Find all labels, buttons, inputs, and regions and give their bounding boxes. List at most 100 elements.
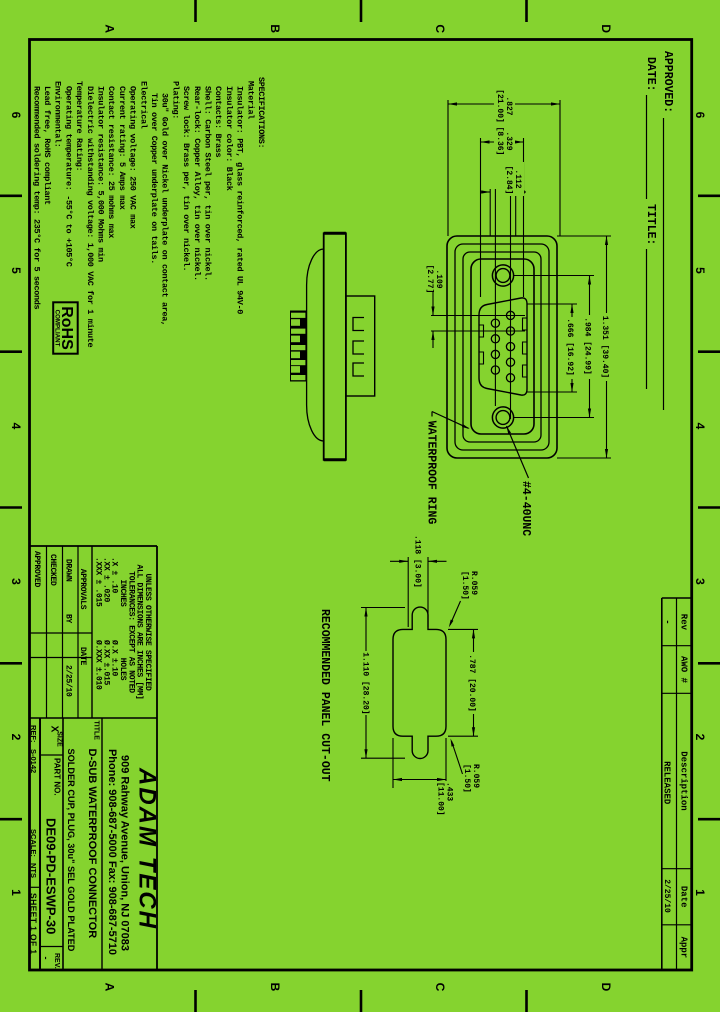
svg-text:A: A <box>103 983 117 992</box>
svg-text:DE09-PD-ESWP-30: DE09-PD-ESWP-30 <box>44 818 59 934</box>
svg-text:.XXX ± .015: .XXX ± .015 <box>94 557 103 607</box>
svg-text:SHEET 1 OF 1: SHEET 1 OF 1 <box>29 893 39 954</box>
svg-text:.X ± .10: .X ± .10 <box>110 557 119 594</box>
svg-text:Plating:: Plating: <box>170 81 180 119</box>
svg-text:5: 5 <box>9 267 23 274</box>
svg-text:1: 1 <box>9 889 23 896</box>
svg-text:909 Rahway Avenue, Union, NJ 0: 909 Rahway Avenue, Union, NJ 07083 <box>119 755 131 951</box>
svg-text:RELEASED: RELEASED <box>662 761 672 805</box>
svg-text:1.351 [39.40]: 1.351 [39.40] <box>600 316 609 378</box>
svg-text:Appr: Appr <box>679 937 689 959</box>
svg-text:D: D <box>599 983 613 992</box>
svg-text:2: 2 <box>9 734 23 741</box>
svg-text:2: 2 <box>693 734 707 741</box>
svg-text:.109: .109 <box>434 269 443 288</box>
svg-text:.984 [24.99]: .984 [24.99] <box>583 317 592 375</box>
svg-text:NTS: NTS <box>29 863 38 878</box>
svg-text:D: D <box>599 24 613 33</box>
svg-text:Rear-lock: Copper Alloy, tin o: Rear-lock: Copper Alloy, tin over nickel… <box>192 86 202 281</box>
svg-text:[2.77]: [2.77] <box>425 265 434 294</box>
svg-text:Operating voltage: 250 VAC max: Operating voltage: 250 VAC max <box>128 86 138 229</box>
svg-text:S-0142: S-0142 <box>29 749 38 773</box>
svg-text:B: B <box>268 983 282 992</box>
svg-text:BY: BY <box>64 614 73 624</box>
svg-text:UNLESS OTHERWISE SPECIFIED: UNLESS OTHERWISE SPECIFIED <box>143 573 152 691</box>
svg-text:Ø.X ±.10: Ø.X ±.10 <box>110 640 119 677</box>
svg-text:.XX ± .020: .XX ± .020 <box>102 557 111 603</box>
svg-text:4: 4 <box>693 423 707 430</box>
svg-text:1.110 [28.20]: 1.110 [28.20] <box>361 652 370 714</box>
svg-text:Electrical: Electrical <box>138 81 148 129</box>
svg-text:TITLE: TITLE <box>93 721 100 741</box>
svg-text:SOLDER CUP, PLUG, 30u" SEL GOL: SOLDER CUP, PLUG, 30u" SEL GOLD PLATED <box>66 749 76 952</box>
svg-text:APPROVED:: APPROVED: <box>661 51 674 113</box>
svg-text:CHECKED: CHECKED <box>48 554 57 586</box>
svg-text:ALL DIMENSIONS ARE INCHES [MM]: ALL DIMENSIONS ARE INCHES [MM] <box>135 564 144 699</box>
svg-text:COMPLIANT: COMPLIANT <box>54 310 61 347</box>
svg-text:Date: Date <box>679 886 689 908</box>
svg-text:Temperature Rating:: Temperature Rating: <box>74 81 84 171</box>
svg-text:A: A <box>103 24 117 33</box>
svg-text:2/25/10: 2/25/10 <box>662 879 671 913</box>
svg-text:Shell: Carbon Steel per, tin o: Shell: Carbon Steel per, tin over nickel… <box>203 86 213 281</box>
svg-text:Contact resistance: 25 mohms m: Contact resistance: 25 mohms max <box>106 86 116 238</box>
svg-text:R.059: R.059 <box>469 571 478 595</box>
svg-text:Insulator color: Black: Insulator color: Black <box>224 86 234 191</box>
svg-text:TITLE:: TITLE: <box>644 204 657 245</box>
svg-text:1: 1 <box>693 889 707 896</box>
svg-text:.112: .112 <box>513 169 522 188</box>
svg-text:.666 [16.92]: .666 [16.92] <box>565 318 574 376</box>
svg-text:.827: .827 <box>504 96 513 115</box>
svg-text:.118 [3.00]: .118 [3.00] <box>413 535 422 588</box>
svg-text:SIZE: SIZE <box>56 731 63 747</box>
svg-text:Operating temperature: -55°C t: Operating temperature: -55°C to +105°C <box>63 86 73 267</box>
svg-text:[1.50]: [1.50] <box>462 764 471 793</box>
svg-text:REV.: REV. <box>53 953 60 969</box>
svg-text:D-SUB WATERPROOF CONNECTOR: D-SUB WATERPROOF CONNECTOR <box>86 749 98 939</box>
svg-text:6: 6 <box>9 112 23 119</box>
svg-text:Ø.XX ±.015: Ø.XX ±.015 <box>102 640 111 686</box>
svg-text:APPROVALS: APPROVALS <box>78 569 87 610</box>
svg-text:#4-40UNC: #4-40UNC <box>519 481 532 536</box>
svg-text:30u" Gold over Nickel underpla: 30u" Gold over Nickel underplate on cont… <box>160 93 170 326</box>
svg-text:WATERPROOF RING: WATERPROOF RING <box>425 421 438 525</box>
svg-text:[11.00]: [11.00] <box>436 782 445 816</box>
svg-text:Insulator: PBT, glass reinforc: Insulator: PBT, glass reinforced, rated … <box>235 86 245 314</box>
svg-text:[21.00]: [21.00] <box>495 89 504 123</box>
svg-text:SPECIFICATIONS:: SPECIFICATIONS: <box>256 77 266 148</box>
svg-text:-: - <box>662 619 672 624</box>
svg-text:INCHES: INCHES <box>118 579 127 607</box>
svg-text:[8.36]: [8.36] <box>495 127 504 156</box>
svg-text:.787 [20.00]: .787 [20.00] <box>467 654 476 712</box>
svg-text:HOLES: HOLES <box>118 658 127 681</box>
svg-text:DATE: DATE <box>78 647 87 666</box>
svg-text:DRAWN: DRAWN <box>64 559 73 582</box>
svg-text:PART NO.: PART NO. <box>53 758 62 796</box>
svg-text:3: 3 <box>9 578 23 585</box>
svg-text:X: X <box>49 726 60 733</box>
svg-text:6: 6 <box>693 112 707 119</box>
svg-text:Ø.XXX ±.010: Ø.XXX ±.010 <box>94 640 103 690</box>
svg-text:Contacts: Brass: Contacts: Brass <box>213 86 223 158</box>
svg-text:ADAM TECH: ADAM TECH <box>134 767 161 930</box>
svg-text:Recommended soldering temp: 23: Recommended soldering temp: 235°C for 5 … <box>31 86 41 310</box>
svg-text:.329: .329 <box>504 131 513 150</box>
svg-text:REF:: REF: <box>29 725 38 743</box>
svg-text:Insulator resistance: 5,000 Mo: Insulator resistance: 5,000 Mohms min <box>96 86 106 262</box>
svg-text:5: 5 <box>693 267 707 274</box>
svg-text:Environmental:: Environmental: <box>53 81 63 148</box>
svg-text:Phone: 908-687-5000 Fax: 908-6: Phone: 908-687-5000 Fax: 908-687-5710 <box>106 749 118 955</box>
svg-text:Current rating: 5 Amps max: Current rating: 5 Amps max <box>117 86 127 210</box>
svg-text:RoHS: RoHS <box>58 306 75 350</box>
svg-text:-: - <box>41 957 51 960</box>
svg-text:APPROVED: APPROVED <box>32 551 41 588</box>
svg-text:[1.50]: [1.50] <box>460 571 469 600</box>
svg-text:AWO #: AWO # <box>679 656 689 684</box>
svg-text:Screw lock: Brass per, tin ove: Screw lock: Brass per, tin over nickel. <box>181 86 191 271</box>
svg-text:Dielectric withstanding voltag: Dielectric withstanding voltage: 1,000 V… <box>85 86 95 348</box>
svg-text:R.059: R.059 <box>471 764 480 788</box>
svg-text:3: 3 <box>693 578 707 585</box>
svg-text:Material: Material <box>245 81 255 119</box>
svg-text:Description: Description <box>679 751 689 810</box>
svg-text:Tin over Copper underplate on: Tin over Copper underplate on tails. <box>149 93 159 264</box>
